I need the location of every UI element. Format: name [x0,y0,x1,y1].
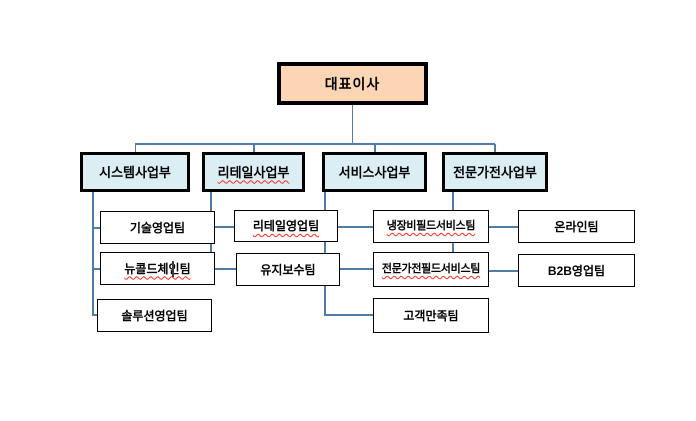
connector-drop-dept-4 [494,144,496,152]
org-box-team-b2b-sales[interactable]: B2B영업팀 [518,254,635,287]
connector-stub-team-2-2 [210,268,237,270]
connector-stub-team-1-2 [92,268,100,270]
org-box-team-specialty-field-service[interactable]: 전문가전필드서비스팀 [373,252,489,287]
connector-drop-dept-3 [374,144,376,152]
connector-stub-team-3-1 [324,226,373,228]
org-box-dept-specialty-appliance-label: 전문가전사업부 [453,164,537,180]
connector-spine-dept-1 [92,192,94,315]
org-box-team-retail-sales-label: 리테일영업팀 [252,219,320,233]
org-box-ceo[interactable]: 대표이사 [277,62,428,105]
org-box-team-maintenance[interactable]: 유지보수팀 [236,253,340,286]
org-box-ceo-label: 대표이사 [324,75,381,92]
org-box-team-refrigeration-field-service[interactable]: 냉장비필드서비스팀 [373,210,489,243]
connector-stub-team-1-1 [92,227,100,229]
org-box-team-customer-satisfaction-label: 고객만족팀 [403,308,459,323]
org-box-team-retail-sales[interactable]: 리테일영업팀 [234,210,338,242]
org-box-team-new-cold-chain[interactable]: 뉴콜드체인팀 [100,252,215,285]
org-box-team-customer-satisfaction[interactable]: 고객만족팀 [373,298,489,333]
org-box-dept-service-label: 서비스사업부 [338,164,411,180]
org-box-dept-specialty-appliance[interactable]: 전문가전사업부 [442,152,548,192]
org-box-team-refrigeration-field-service-label: 냉장비필드서비스팀 [386,220,476,232]
connector-root-vertical [351,105,353,143]
org-box-dept-retail-label: 리테일사업부 [217,164,290,180]
connector-stub-team-3-2 [324,268,373,270]
org-box-team-new-cold-chain-label: 뉴콜드체인팀 [124,261,191,276]
org-box-team-solution-sales-label: 솔루션영업팀 [121,308,188,323]
connector-department-rail [135,143,495,145]
connector-drop-dept-2 [253,144,255,152]
org-box-team-specialty-field-service-label: 전문가전필드서비스팀 [381,263,481,275]
connector-drop-dept-1 [134,144,136,152]
org-box-team-maintenance-label: 유지보수팀 [260,262,316,277]
org-box-team-online-label: 온라인팀 [554,219,599,234]
connector-stub-team-1-3 [92,314,97,316]
org-box-team-online[interactable]: 온라인팀 [518,210,635,243]
org-box-dept-systems[interactable]: 시스템사업부 [80,152,190,192]
org-box-team-b2b-sales-label: B2B영업팀 [547,263,606,278]
org-box-team-solution-sales[interactable]: 솔루션영업팀 [97,299,212,332]
org-box-team-tech-sales-label: 기술영업팀 [129,220,186,235]
org-box-dept-systems-label: 시스템사업부 [99,164,171,180]
connector-stub-team-2-1 [210,226,234,228]
org-box-team-tech-sales[interactable]: 기술영업팀 [100,211,215,244]
org-box-dept-retail[interactable]: 리테일사업부 [202,152,305,192]
connector-stub-team-3-3 [324,314,373,316]
org-box-dept-service[interactable]: 서비스사업부 [322,152,427,192]
text-cursor-caret [172,261,174,277]
